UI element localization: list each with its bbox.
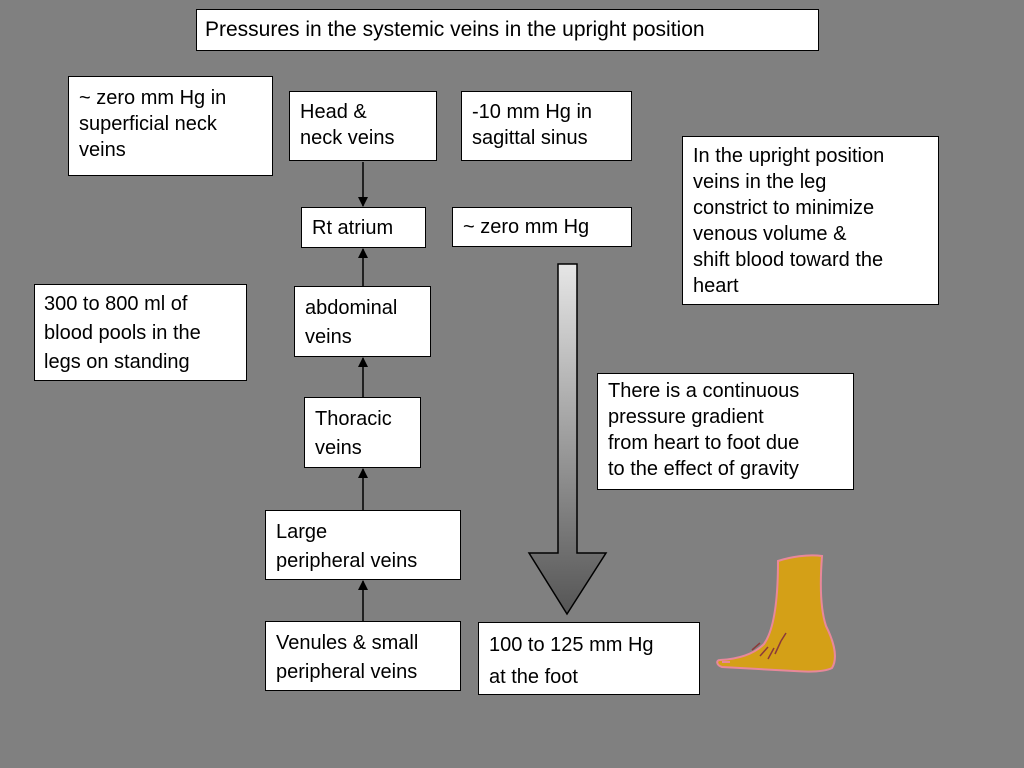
sagittal-sinus-note: -10 mm Hg in sagittal sinus: [461, 91, 632, 161]
continuous-gradient-note: There is a continuous pressure gradient …: [597, 373, 854, 490]
venules-small-veins-box: Venules & small peripheral veins: [265, 621, 461, 691]
large-peripheral-veins-box: Large peripheral veins: [265, 510, 461, 580]
superficial-neck-note: ~ zero mm Hg in superficial neck veins: [68, 76, 273, 176]
upright-position-note: In the upright position veins in the leg…: [682, 136, 939, 305]
zero-mm-hg-note: ~ zero mm Hg: [452, 207, 632, 247]
foot-icon: [716, 554, 836, 673]
thoracic-veins-box: Thoracic veins: [304, 397, 421, 468]
blood-pools-note: 300 to 800 ml of blood pools in the legs…: [34, 284, 247, 381]
diagram-title: Pressures in the systemic veins in the u…: [196, 9, 819, 51]
head-neck-veins-box: Head & neck veins: [289, 91, 437, 161]
abdominal-veins-box: abdominal veins: [294, 286, 431, 357]
gradient-down-arrow: [527, 263, 608, 616]
foot-pressure-note: 100 to 125 mm Hg at the foot: [478, 622, 700, 695]
rt-atrium-box: Rt atrium: [301, 207, 426, 248]
